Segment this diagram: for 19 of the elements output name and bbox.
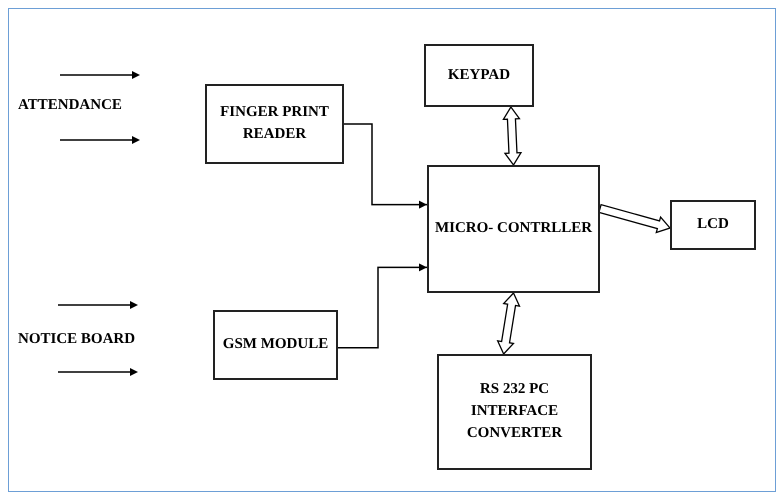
- block-label: FINGER PRINT READER: [219, 103, 330, 144]
- block-label: RS 232 PC INTERFACE CONVERTER: [466, 380, 564, 443]
- input-label: ATTENDANCE: [18, 96, 122, 115]
- hollow-arrow: [598, 204, 672, 234]
- hollow-arrow: [496, 292, 521, 356]
- hollow-arrow: [502, 106, 522, 166]
- block-box: [424, 44, 534, 107]
- block-label: MICRO- CONTRLLER: [434, 219, 592, 238]
- arrow: [344, 123, 427, 209]
- block-box: [427, 165, 600, 293]
- block-label: GSM MODULE: [222, 335, 328, 354]
- block-box: [213, 310, 338, 380]
- block-label: LCD: [697, 215, 729, 234]
- input-label: NOTICE BOARD: [18, 330, 136, 349]
- block-label: KEYPAD: [448, 66, 510, 85]
- block-box: [205, 84, 344, 164]
- block-box: [670, 200, 756, 250]
- arrow: [338, 263, 427, 349]
- block-box: [437, 354, 592, 470]
